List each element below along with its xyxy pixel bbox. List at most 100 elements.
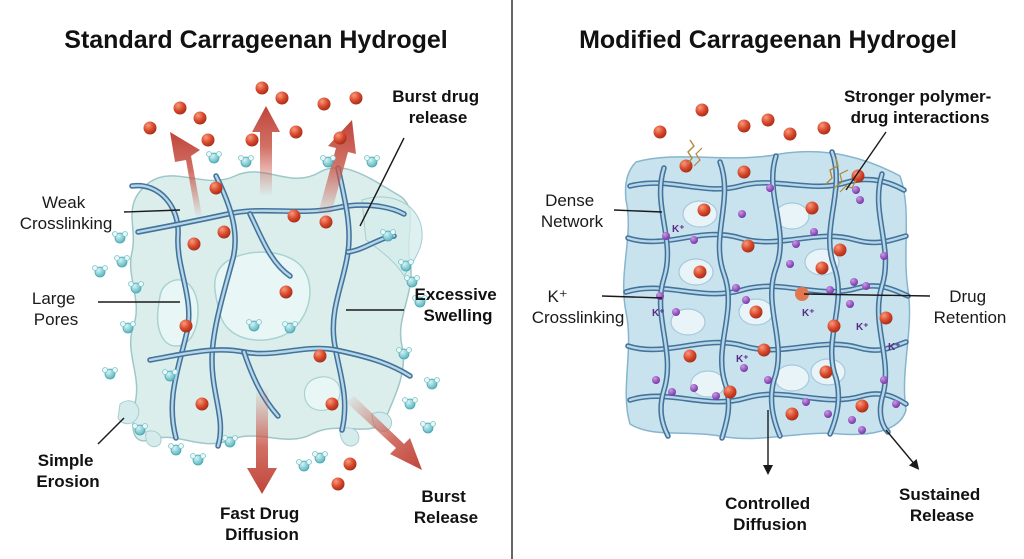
drug-particle [279, 285, 293, 299]
water-oxygen [366, 156, 378, 168]
drug-particle [693, 265, 707, 279]
drug-particle [255, 81, 269, 95]
dense-polymer-fibers [623, 149, 911, 441]
water-oxygen [170, 444, 182, 456]
drug-particle [805, 201, 819, 215]
water-hydrogen [312, 451, 318, 457]
drug-particle [855, 399, 869, 413]
drug-particle [217, 225, 231, 239]
drug-particle [851, 169, 865, 183]
potassium-ion [652, 376, 660, 384]
water-molecule [132, 423, 148, 436]
water-hydrogen [114, 255, 120, 261]
water-hydrogen [406, 347, 412, 353]
drug-particle [737, 165, 751, 179]
water-oxygen [400, 260, 412, 272]
potassium-ion [826, 286, 834, 294]
water-molecule [398, 259, 414, 272]
water-hydrogen [282, 321, 288, 327]
drug-particle [319, 215, 333, 229]
water-hydrogen [190, 453, 196, 459]
water-oxygen [422, 422, 434, 434]
fast-diffusion-arrow [247, 388, 277, 494]
drug-particle [331, 477, 345, 491]
water-hydrogen [412, 397, 418, 403]
leader-k-crosslinking [601, 295, 663, 299]
water-oxygen [284, 322, 296, 334]
water-hydrogen [380, 229, 386, 235]
label-sustained-release: Sustained Release [899, 485, 985, 525]
burst-release-arrows [170, 106, 422, 494]
k-marker: K⁺ [888, 342, 901, 353]
drug-particle [785, 407, 799, 421]
label-fast-drug-diffusion: Fast Drug Diffusion [220, 504, 304, 544]
leader-dense-network [613, 209, 663, 213]
water-hydrogen [248, 155, 254, 161]
water-hydrogen [330, 155, 336, 161]
water-molecule [404, 275, 420, 288]
water-molecule [396, 347, 412, 360]
water-hydrogen [398, 259, 404, 265]
water-oxygen [248, 320, 260, 332]
water-molecule [412, 295, 428, 308]
water-hydrogen [120, 321, 126, 327]
water-hydrogen [200, 453, 206, 459]
label-excessive-swelling: Excessive Swelling [415, 285, 502, 325]
water-oxygen [104, 368, 116, 380]
potassium-ion [662, 232, 670, 240]
potassium-ion [858, 426, 866, 434]
water-hydrogen [172, 369, 178, 375]
water-oxygen [116, 256, 128, 268]
label-controlled-diffusion: Controlled Diffusion [725, 494, 815, 534]
drug-particle [683, 349, 697, 363]
water-oxygen [122, 322, 134, 334]
drug-particle [317, 97, 331, 111]
water-hydrogen [112, 231, 118, 237]
water-hydrogen [238, 155, 244, 161]
potassium-ion [740, 364, 748, 372]
water-oxygen [134, 424, 146, 436]
drug-particle [757, 343, 771, 357]
label-simple-erosion: Simple Erosion [36, 451, 99, 491]
free-drug-particles [143, 81, 363, 491]
drug-particle [815, 261, 829, 275]
water-hydrogen [434, 377, 440, 383]
water-hydrogen [162, 369, 168, 375]
potassium-ion [862, 282, 870, 290]
water-oxygen [208, 152, 220, 164]
drug-particle [679, 159, 693, 173]
water-molecule [112, 231, 128, 244]
drug-particle [209, 181, 223, 195]
water-oxygen [426, 378, 438, 390]
water-hydrogen [128, 281, 134, 287]
small-pore [774, 364, 810, 392]
water-oxygen [406, 276, 418, 288]
water-molecule [282, 321, 298, 334]
water-molecule [402, 397, 418, 410]
leader-burst-drug-release [359, 137, 405, 227]
water-oxygen [130, 282, 142, 294]
water-hydrogen [222, 435, 228, 441]
water-molecule [92, 265, 108, 278]
small-pore [690, 370, 726, 398]
label-k-crosslinking: K⁺ Crosslinking [532, 287, 625, 327]
water-molecule [420, 421, 436, 434]
water-hydrogen [404, 275, 410, 281]
modified-hydrogel [622, 149, 911, 441]
water-molecule [238, 155, 254, 168]
potassium-ion [792, 240, 800, 248]
water-molecule [120, 321, 136, 334]
potassium-ion [766, 184, 774, 192]
water-hydrogen [320, 155, 326, 161]
drug-particle [833, 243, 847, 257]
entrapped-drug-particles [653, 103, 893, 421]
drug-particle [187, 237, 201, 251]
water-molecules [92, 151, 440, 472]
retained-drug-particle [795, 287, 809, 301]
potassium-ions [652, 184, 900, 434]
release-arrow [318, 120, 356, 218]
water-hydrogen [130, 321, 136, 327]
potassium-ion [802, 398, 810, 406]
water-molecule [380, 229, 396, 242]
